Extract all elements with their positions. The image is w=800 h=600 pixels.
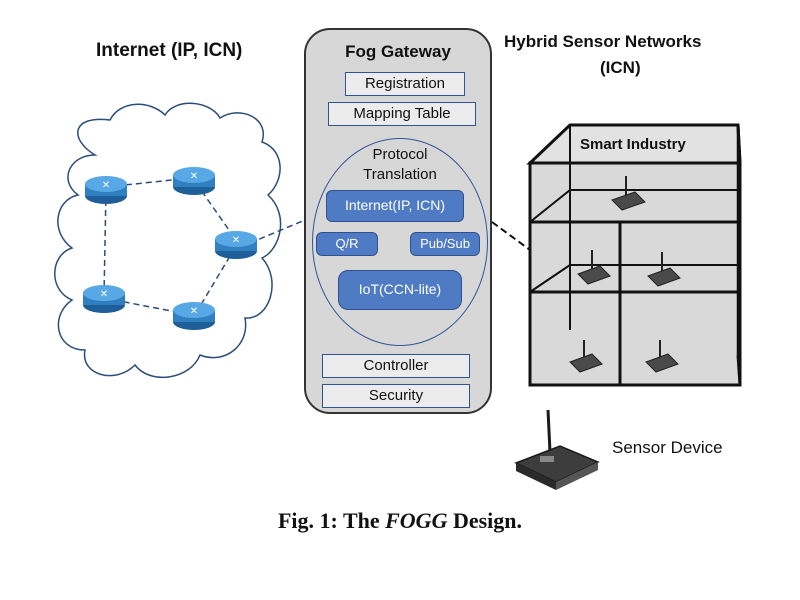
pub-sub-block: Pub/Sub <box>410 232 480 256</box>
router-icon: ✕ <box>85 176 127 204</box>
smart-industry-building <box>526 123 742 387</box>
internet-title: Internet (IP, ICN) <box>96 40 243 61</box>
caption-prefix: Fig. 1: The <box>277 508 380 533</box>
fog-gateway-title: Fog Gateway <box>345 42 451 61</box>
svg-text:✕: ✕ <box>232 235 240 246</box>
svg-text:✕: ✕ <box>102 180 110 191</box>
registration-box: Registration <box>345 72 465 96</box>
sensor-networks-title-line1: Hybrid Sensor Networks <box>504 32 702 51</box>
caption-suffix: Design. <box>452 508 523 533</box>
svg-text:✕: ✕ <box>100 289 108 300</box>
sensor-device-icon <box>569 340 603 373</box>
controller-box: Controller <box>322 354 470 378</box>
iot-ccn-lite-block: IoT(CCN-lite) <box>338 270 462 310</box>
caption-name: FOGG <box>385 508 448 533</box>
sensor-device-icon <box>645 340 679 373</box>
figure-caption: Fig. 1: The FOGG Design. <box>0 508 800 534</box>
sensor-device-label: Sensor Device <box>612 438 723 457</box>
mapping-table-box: Mapping Table <box>328 102 476 126</box>
router-icon: ✕ <box>173 302 215 330</box>
svg-text:✕: ✕ <box>190 306 198 317</box>
smart-industry-label: Smart Industry <box>580 136 686 153</box>
router-icon: ✕ <box>83 285 125 313</box>
query-response-block: Q/R <box>316 232 378 256</box>
svg-text:✕: ✕ <box>190 171 198 182</box>
sensor-device-icon <box>611 176 646 211</box>
sensor-device-icon <box>577 250 611 285</box>
internet-protocol-block: Internet(IP, ICN) <box>326 190 464 222</box>
security-box: Security <box>322 384 470 408</box>
router-icon: ✕ <box>173 167 215 195</box>
sensor-device-icon <box>647 252 681 287</box>
sensor-device-large-icon <box>514 409 600 490</box>
sensor-networks-title-line2: (ICN) <box>600 58 641 77</box>
protocol-translation-line1: Protocol <box>372 146 428 163</box>
protocol-translation-line2: Translation <box>363 166 437 183</box>
router-icon: ✕ <box>215 231 257 259</box>
gateway-sensor-link <box>491 221 531 251</box>
